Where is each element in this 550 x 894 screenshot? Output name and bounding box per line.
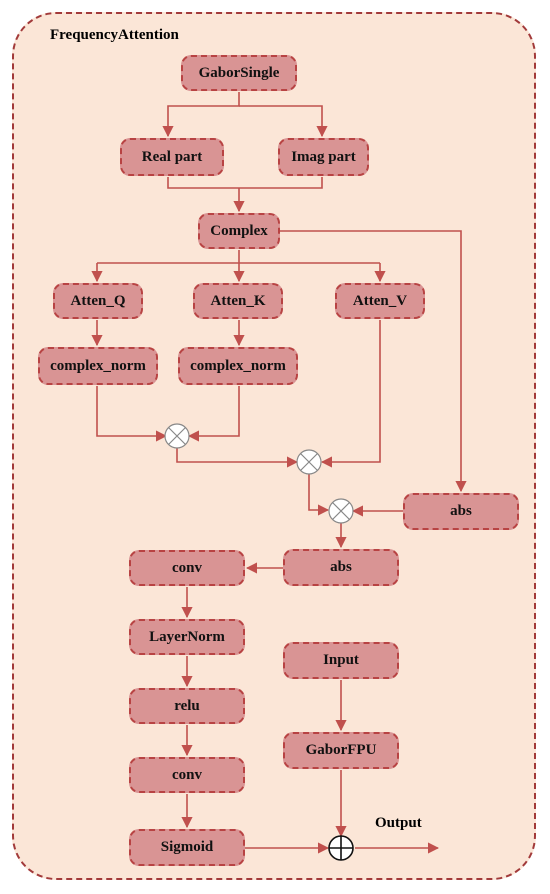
atten-v-node: Atten_V bbox=[335, 283, 425, 319]
abs-mid-node: abs bbox=[283, 549, 399, 586]
abs-right-node: abs bbox=[403, 493, 519, 530]
real-part-node: Real part bbox=[120, 138, 224, 176]
line-real-imag-merge bbox=[167, 177, 323, 189]
gabor-fpu-node: GaborFPU bbox=[283, 732, 399, 769]
atten-k-node: Atten_K bbox=[193, 283, 283, 319]
input-node: Input bbox=[283, 642, 399, 679]
complex-norm-k-node: complex_norm bbox=[178, 347, 298, 385]
arrow-mul2-to-mul3 bbox=[308, 474, 330, 516]
conv-2-node: conv bbox=[129, 757, 245, 793]
complex-norm-q-node: complex_norm bbox=[38, 347, 158, 385]
frequency-attention-container bbox=[12, 12, 536, 880]
conv-1-node: conv bbox=[129, 550, 245, 586]
arrow-v-to-mul2 bbox=[320, 320, 381, 468]
arrow-gabor-to-real bbox=[162, 92, 240, 138]
multiply-operator-3 bbox=[328, 498, 354, 524]
multiply-operator-2 bbox=[296, 449, 322, 475]
arrow-gabor-to-imag bbox=[239, 105, 328, 138]
arrow-norm-q-to-mul1 bbox=[96, 386, 168, 442]
output-label: Output bbox=[375, 815, 422, 831]
relu-node: relu bbox=[129, 688, 245, 724]
gabor-single-node: GaborSingle bbox=[181, 55, 297, 91]
layernorm-node: LayerNorm bbox=[129, 619, 245, 655]
atten-q-node: Atten_Q bbox=[53, 283, 143, 319]
multiply-operator-1 bbox=[164, 423, 190, 449]
arrow-norm-k-to-mul1 bbox=[187, 386, 240, 442]
imag-part-node: Imag part bbox=[278, 138, 369, 176]
sigmoid-node: Sigmoid bbox=[129, 829, 245, 866]
diagram-title: FrequencyAttention bbox=[50, 27, 179, 43]
arrow-mul1-to-mul2 bbox=[176, 448, 299, 468]
arrow-complex-to-abs-right bbox=[280, 230, 467, 493]
add-operator bbox=[328, 835, 354, 861]
complex-node: Complex bbox=[198, 213, 280, 249]
